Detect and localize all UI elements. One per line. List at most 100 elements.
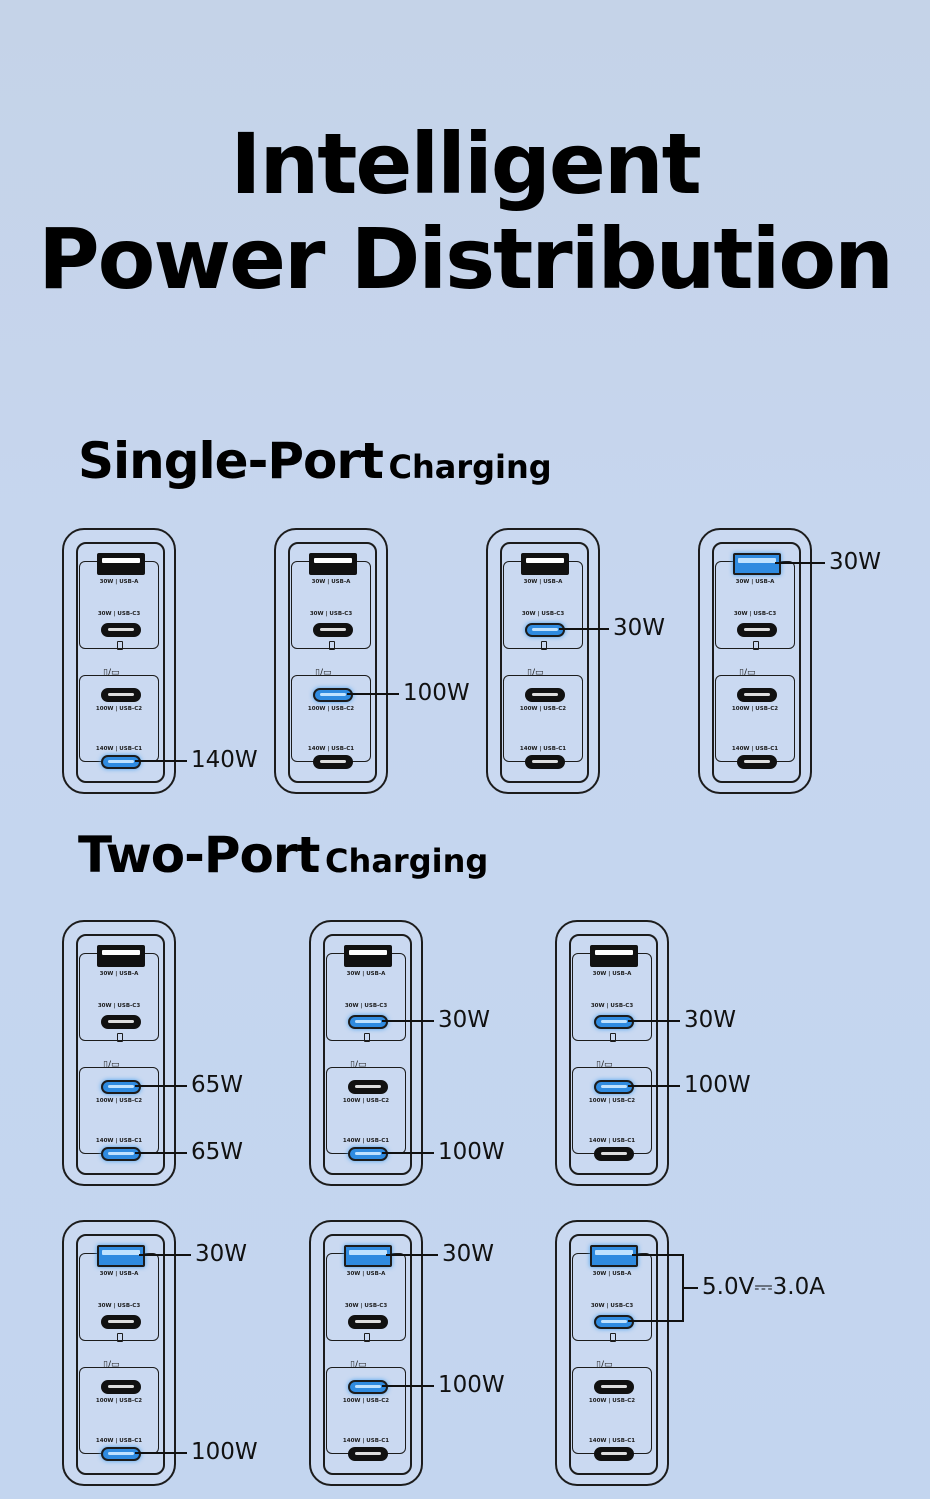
phone-laptop-icon: ▯/▭ <box>350 1060 367 1070</box>
phone-icon <box>117 1333 123 1342</box>
phone-laptop-icon: ▯/▭ <box>596 1360 613 1370</box>
port-label-c2: 100W | USB-C2 <box>588 1398 636 1404</box>
usb-c2-port[interactable] <box>737 688 777 702</box>
port-label-c3: 30W | USB-C3 <box>309 611 353 617</box>
usb-c2-port[interactable] <box>101 1380 141 1394</box>
usb-c3-port[interactable] <box>594 1315 634 1329</box>
port-label-c1: 140W | USB-C1 <box>342 1138 390 1144</box>
usb-c2-port[interactable] <box>525 688 565 702</box>
wattage-label: 30W <box>442 1241 495 1267</box>
phone-laptop-icon: ▯/▭ <box>103 1360 120 1370</box>
usb-c1-port[interactable] <box>313 755 353 769</box>
usb-c1-port[interactable] <box>737 755 777 769</box>
callout-line <box>135 1452 187 1454</box>
two-port-heading-big: Two-Port <box>78 826 320 884</box>
usb-c3-port[interactable] <box>525 623 565 637</box>
callout-line <box>382 1020 434 1022</box>
port-label-c2: 100W | USB-C2 <box>519 706 567 712</box>
phone-icon <box>329 641 335 650</box>
usb-c2-port[interactable] <box>594 1080 634 1094</box>
wattage-label: 140W <box>191 747 258 773</box>
charger-frame <box>712 542 801 783</box>
usb-c3-port[interactable] <box>348 1315 388 1329</box>
charger-frame <box>76 542 165 783</box>
callout-line <box>775 562 825 564</box>
port-label-c3: 30W | USB-C3 <box>344 1303 388 1309</box>
usb-a-port[interactable] <box>97 1245 145 1267</box>
callout-line <box>382 1385 434 1387</box>
usb-a-port[interactable] <box>97 945 145 967</box>
wattage-label: 100W <box>438 1372 505 1398</box>
callout-line <box>628 1085 680 1087</box>
usb-c2-port[interactable] <box>313 688 353 702</box>
port-label-c3: 30W | USB-C3 <box>344 1003 388 1009</box>
usb-c3-port[interactable] <box>313 623 353 637</box>
usb-c3-port[interactable] <box>348 1015 388 1029</box>
usb-c3-port[interactable] <box>101 1315 141 1329</box>
wattage-label: 30W <box>195 1241 248 1267</box>
usb-a-port[interactable] <box>733 553 781 575</box>
phone-icon <box>541 641 547 650</box>
wattage-label: 30W <box>829 549 882 575</box>
usb-a-port[interactable] <box>309 553 357 575</box>
usb-c1-port[interactable] <box>101 1147 141 1161</box>
usb-a-port[interactable] <box>97 553 145 575</box>
port-label-usba: 30W | USB-A <box>592 971 632 977</box>
callout-line <box>382 1152 434 1154</box>
usb-c2-port[interactable] <box>101 1080 141 1094</box>
wattage-label: 65W <box>191 1139 244 1165</box>
port-label-c1: 140W | USB-C1 <box>95 746 143 752</box>
phone-laptop-icon: ▯/▭ <box>739 668 756 678</box>
port-label-usba: 30W | USB-A <box>735 579 775 585</box>
port-label-c2: 100W | USB-C2 <box>342 1098 390 1104</box>
phone-icon <box>117 641 123 650</box>
port-label-usba: 30W | USB-A <box>592 1271 632 1277</box>
phone-laptop-icon: ▯/▭ <box>350 1360 367 1370</box>
charger-frame <box>76 1234 165 1475</box>
usb-c3-port[interactable] <box>737 623 777 637</box>
usb-c2-port[interactable] <box>594 1380 634 1394</box>
usb-a-port[interactable] <box>344 1245 392 1267</box>
port-label-c2: 100W | USB-C2 <box>95 1098 143 1104</box>
port-label-c2: 100W | USB-C2 <box>307 706 355 712</box>
port-label-c2: 100W | USB-C2 <box>731 706 779 712</box>
port-label-c1: 140W | USB-C1 <box>342 1438 390 1444</box>
wattage-label: 30W <box>684 1007 737 1033</box>
port-label-usba: 30W | USB-A <box>346 971 386 977</box>
usb-c2-port[interactable] <box>348 1380 388 1394</box>
charger-frame <box>569 1234 658 1475</box>
usb-c2-port[interactable] <box>101 688 141 702</box>
callout-line <box>628 1020 680 1022</box>
usb-c1-port[interactable] <box>348 1147 388 1161</box>
usb-c1-port[interactable] <box>348 1447 388 1461</box>
usb-c1-port[interactable] <box>594 1147 634 1161</box>
usb-a-port[interactable] <box>344 945 392 967</box>
usb-c3-port[interactable] <box>594 1015 634 1029</box>
phone-icon <box>753 641 759 650</box>
usb-a-port[interactable] <box>521 553 569 575</box>
title-line-2: Power Distribution <box>38 210 894 308</box>
charger-two-c3-c1: 30W | USB-A 30W | USB-C3 100W | USB-C2 140W… <box>309 920 423 1186</box>
port-label-usba: 30W | USB-A <box>523 579 563 585</box>
usb-c1-port[interactable] <box>101 1447 141 1461</box>
two-port-heading-small: Charging <box>325 842 489 880</box>
usb-c3-port[interactable] <box>101 1015 141 1029</box>
usb-c1-port[interactable] <box>525 755 565 769</box>
port-label-c3: 30W | USB-C3 <box>521 611 565 617</box>
phone-icon <box>364 1333 370 1342</box>
usb-a-port[interactable] <box>590 1245 638 1267</box>
usb-c3-port[interactable] <box>101 623 141 637</box>
usb-c1-port[interactable] <box>101 755 141 769</box>
usb-c1-port[interactable] <box>594 1447 634 1461</box>
usb-a-port[interactable] <box>590 945 638 967</box>
single-port-heading-big: Single-Port <box>78 432 384 490</box>
callout-line <box>135 1085 187 1087</box>
bracket-line <box>632 1254 682 1256</box>
usb-c2-port[interactable] <box>348 1080 388 1094</box>
